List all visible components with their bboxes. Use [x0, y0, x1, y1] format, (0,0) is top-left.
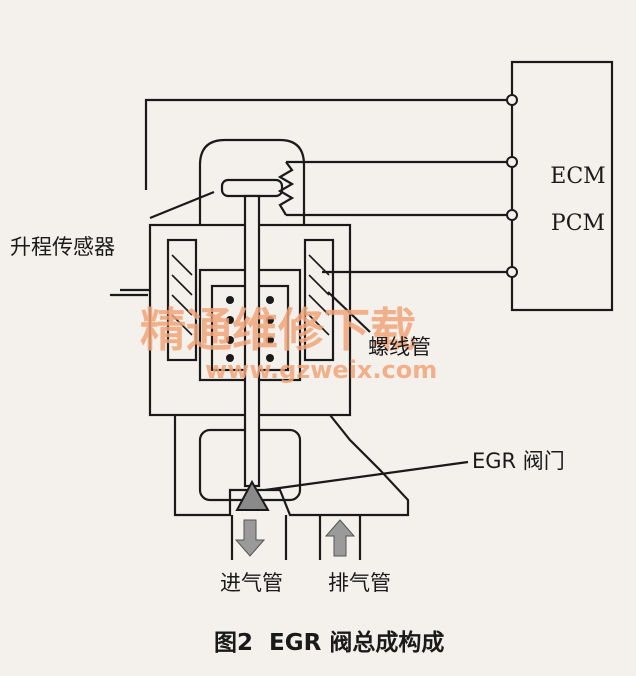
watermark-url: www.gzweix.com [205, 356, 437, 384]
ecm-pcm-box [510, 60, 614, 312]
valve-head [235, 479, 270, 511]
intake-flow-arrow [234, 519, 266, 557]
solenoid-leader [327, 291, 371, 333]
lift-sensor-label: 升程传感器 [10, 235, 115, 259]
valve-body [173, 414, 410, 517]
exhaust-flow-arrow [324, 519, 356, 557]
sensor-housing [198, 138, 306, 225]
pcm-label: PCM [551, 211, 605, 236]
intake-pipe [230, 515, 288, 560]
figure-caption: 图2 EGR 阀总成构成 [214, 629, 444, 656]
sensor-resistor [277, 161, 295, 216]
exhaust-pipe [318, 515, 362, 560]
armature-balls [226, 296, 274, 362]
signal-wires [144, 98, 512, 274]
sensor-pickup [220, 178, 284, 198]
egr-valve-leader [264, 460, 469, 492]
coil-left-frame [166, 238, 198, 362]
ground-symbol [110, 288, 150, 297]
egr-valve-label: EGR 阀门 [472, 449, 565, 473]
exhaust-label: 排气管 [328, 571, 391, 595]
lift-sensor-leader [149, 190, 215, 220]
coil-windings [171, 254, 330, 336]
watermark-cn: 精通维修下载 [140, 303, 416, 357]
solenoid-label: 螺线管 [368, 335, 431, 359]
intake-label: 进气管 [220, 571, 283, 595]
coil-right-frame [303, 238, 335, 362]
connector-terminals [506, 94, 518, 278]
ecm-label: ECM [550, 164, 605, 189]
